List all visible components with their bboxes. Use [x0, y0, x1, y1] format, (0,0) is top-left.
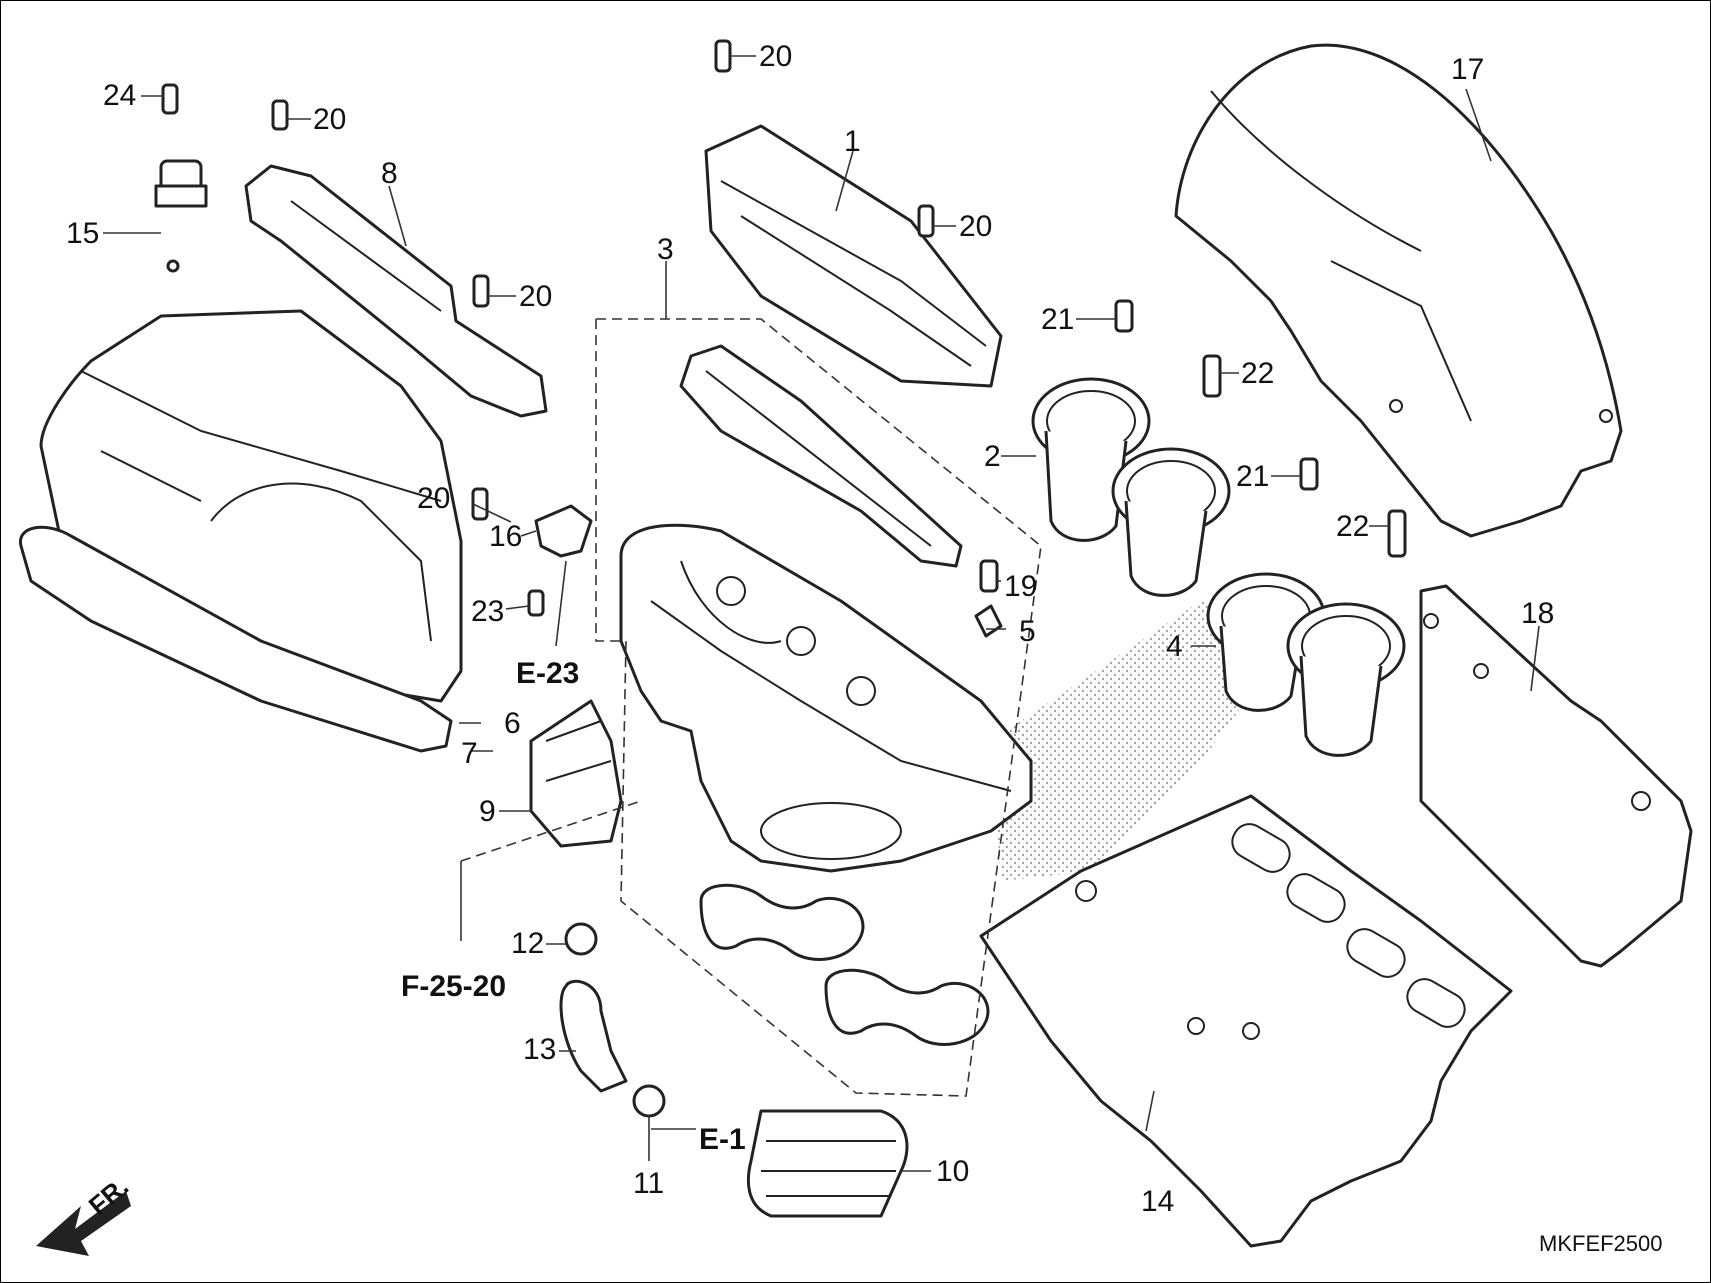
- bolt-21-b[interactable]: [1299, 457, 1319, 491]
- bolt-19[interactable]: [979, 559, 999, 593]
- callout-1[interactable]: 1: [844, 125, 861, 158]
- callout-9[interactable]: 9: [479, 795, 496, 828]
- bolts[interactable]: [161, 39, 1407, 617]
- callout-19[interactable]: 19: [1004, 570, 1037, 603]
- callout-20[interactable]: 20: [417, 482, 450, 515]
- bolt-22-a[interactable]: [1202, 354, 1222, 398]
- callout-18[interactable]: 18: [1521, 597, 1554, 630]
- part-4-funnels[interactable]: [1206, 572, 1406, 757]
- part-18-plate[interactable]: [1419, 584, 1693, 968]
- callout-11[interactable]: 11: [633, 1167, 664, 1200]
- callout-20[interactable]: 20: [519, 280, 552, 313]
- callout-17[interactable]: 17: [1451, 53, 1484, 86]
- bolt-22-b[interactable]: [1387, 509, 1407, 558]
- part-1-element[interactable]: [704, 124, 1003, 388]
- intake-gaskets[interactable]: [699, 883, 990, 1046]
- hatch-region: [991, 601, 1291, 881]
- part-9-funnel[interactable]: [529, 699, 623, 848]
- air-cleaner-case[interactable]: [619, 523, 1033, 873]
- callout-20[interactable]: 20: [759, 40, 792, 73]
- diagram-code: MKFEF2500: [1539, 1231, 1663, 1256]
- callout-22[interactable]: 22: [1241, 357, 1274, 390]
- part-3-frame[interactable]: [679, 344, 963, 568]
- bolt-23[interactable]: [527, 589, 545, 617]
- part-14-base-plate[interactable]: [979, 794, 1513, 1248]
- callout-3[interactable]: 3: [657, 233, 674, 266]
- callout-24[interactable]: 24: [103, 79, 136, 112]
- callout-2[interactable]: 2: [984, 440, 1001, 473]
- ref-f-25-20[interactable]: F-25-20: [401, 970, 506, 1003]
- leader-lines: [103, 55, 1540, 1172]
- part-16-bracket[interactable]: [534, 504, 593, 558]
- callout-4[interactable]: 4: [1166, 630, 1183, 663]
- callout-14[interactable]: 14: [1141, 1185, 1174, 1218]
- bolt-21-a[interactable]: [1114, 299, 1134, 333]
- part-7-seal[interactable]: [19, 525, 453, 753]
- part-2-funnels[interactable]: [1031, 377, 1231, 597]
- part-15-sensor[interactable]: [154, 159, 208, 273]
- bolt-20-b[interactable]: [714, 39, 732, 73]
- callout-7[interactable]: 7: [461, 737, 478, 770]
- ref-e-1[interactable]: E-1: [699, 1123, 746, 1156]
- bolt-20-e[interactable]: [471, 487, 489, 521]
- part-12-ring[interactable]: [564, 922, 598, 956]
- part-17-cover[interactable]: [1174, 43, 1623, 538]
- callout-10[interactable]: 10: [936, 1155, 969, 1188]
- bolt-24[interactable]: [161, 83, 179, 115]
- callout-22[interactable]: 22: [1336, 510, 1369, 543]
- ref-e-23[interactable]: E-23: [516, 657, 579, 690]
- callouts: 24 20 20 1 20 8 20 3 17 21 22 2 21 22 20…: [66, 40, 1663, 1256]
- bolt-20-c[interactable]: [917, 204, 935, 238]
- part-13-tube[interactable]: [559, 979, 628, 1093]
- callout-13[interactable]: 13: [523, 1033, 556, 1066]
- part-11-ring[interactable]: [632, 1084, 666, 1118]
- callout-12[interactable]: 12: [511, 927, 544, 960]
- part-8-bracket[interactable]: [244, 164, 548, 418]
- front-indicator: FR.: [83, 1171, 134, 1221]
- callout-21[interactable]: 21: [1236, 460, 1269, 493]
- callout-8[interactable]: 8: [381, 157, 398, 190]
- callout-20[interactable]: 20: [313, 103, 346, 136]
- callout-6[interactable]: 6: [504, 707, 521, 740]
- callout-5[interactable]: 5: [1019, 615, 1036, 648]
- part-5-clip[interactable]: [974, 604, 1003, 638]
- callout-15[interactable]: 15: [66, 217, 99, 250]
- bolt-20-a[interactable]: [271, 99, 289, 131]
- callout-21[interactable]: 21: [1041, 303, 1074, 336]
- part-10-duct-seal[interactable]: [746, 1109, 909, 1218]
- callout-20[interactable]: 20: [959, 210, 992, 243]
- bolt-20-d[interactable]: [472, 274, 490, 308]
- front-arrow-icon: [36, 1191, 131, 1256]
- callout-23[interactable]: 23: [471, 595, 504, 628]
- callout-16[interactable]: 16: [489, 520, 522, 553]
- assembly-outline-3: [595, 318, 1042, 1097]
